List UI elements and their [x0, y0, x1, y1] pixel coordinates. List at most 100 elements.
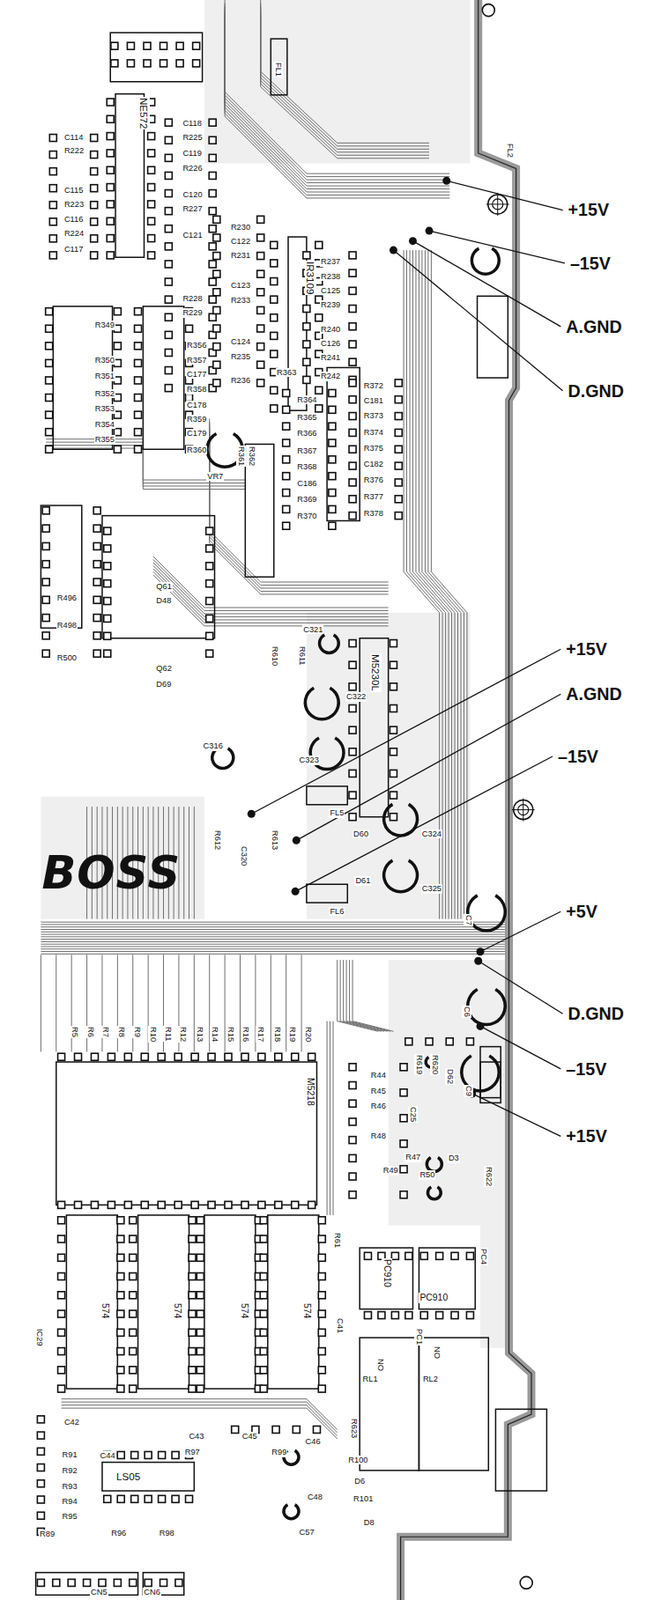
part-designator: PC910	[381, 1259, 393, 1290]
solder-pad	[257, 270, 265, 278]
solder-pad	[420, 1313, 428, 1321]
solder-pad	[282, 505, 290, 513]
solder-pad	[164, 243, 172, 251]
part-designator: R350	[94, 356, 116, 366]
part-designator: R620	[430, 1054, 440, 1076]
part-designator: C7	[463, 914, 474, 928]
solder-pad	[208, 207, 216, 216]
solder-pad	[188, 1349, 196, 1357]
trace	[45, 448, 245, 490]
leader-line	[480, 1026, 561, 1069]
trace	[333, 1022, 334, 1217]
solder-pad	[436, 1253, 444, 1261]
part-designator: D62	[445, 1068, 455, 1086]
solder-pad	[291, 1053, 299, 1062]
copper-zone	[388, 960, 506, 1350]
part-designator: M5230L	[369, 653, 381, 693]
solder-pad	[425, 1038, 433, 1047]
solder-pad	[42, 507, 50, 515]
solder-pad	[134, 394, 142, 402]
solder-pad	[117, 1274, 125, 1282]
solder-pad	[405, 1253, 413, 1261]
part-designator: Q61	[155, 582, 173, 593]
solder-pad	[258, 1053, 266, 1062]
part-designator: C181	[363, 396, 385, 407]
trace	[40, 954, 511, 956]
part-designator: C121	[181, 230, 203, 241]
solder-pad	[129, 1311, 137, 1319]
part-designator: R375	[363, 444, 385, 454]
mounting-hole	[512, 799, 535, 823]
solder-pad	[391, 1313, 399, 1321]
part-designator: R99	[270, 1448, 288, 1459]
trace	[260, 8, 430, 152]
solder-pad	[185, 1496, 193, 1504]
solder-pad	[312, 1426, 320, 1434]
solder-pad	[188, 1367, 196, 1375]
solder-pad	[117, 1386, 125, 1394]
part-designator: R360	[185, 445, 208, 456]
solder-pad	[144, 1580, 152, 1588]
solder-pad	[270, 278, 278, 286]
solder-pad	[188, 1217, 196, 1225]
part-designator: D6	[353, 1477, 366, 1488]
solder-pad	[348, 396, 357, 404]
component-outline	[418, 1338, 489, 1472]
solder-pad	[148, 166, 156, 174]
solder-pad	[259, 1367, 268, 1375]
solder-pad	[129, 1217, 137, 1225]
solder-pad	[315, 405, 323, 413]
solder-pad	[208, 171, 216, 179]
trace	[40, 946, 511, 948]
part-designator: C322	[345, 692, 367, 703]
solder-pad	[208, 190, 216, 198]
solder-pad	[394, 462, 402, 470]
part-designator: C323	[298, 756, 320, 766]
solder-pad	[389, 640, 397, 648]
solder-pad	[348, 727, 357, 735]
solder-pad	[466, 1253, 474, 1261]
part-designator: R353	[94, 404, 116, 415]
solder-pad	[113, 308, 121, 316]
solder-pad	[52, 1580, 60, 1588]
component-outline	[306, 786, 348, 806]
solder-pad	[58, 1349, 66, 1357]
solder-pad	[282, 473, 290, 481]
solder-pad	[129, 1254, 137, 1262]
solder-pad	[134, 359, 142, 367]
solder-pad	[348, 1155, 357, 1163]
solder-pad	[148, 235, 156, 243]
trace	[329, 1022, 331, 1217]
callout-label: D.GND	[567, 381, 625, 402]
part-designator: R16	[240, 1026, 251, 1044]
part-designator: C122	[230, 237, 252, 247]
solder-pad	[451, 1313, 459, 1321]
callout-label: +5V	[564, 902, 599, 923]
solder-pad	[318, 1254, 326, 1262]
part-designator: PC1	[415, 1328, 425, 1347]
solder-pad	[49, 134, 57, 142]
solder-pad	[117, 1254, 125, 1262]
solder-pad	[213, 379, 221, 387]
solder-pad	[213, 215, 221, 223]
solder-pad	[58, 1274, 66, 1282]
solder-pad	[93, 525, 101, 533]
solder-pad	[348, 413, 357, 421]
part-designator: R46	[370, 1102, 387, 1113]
part-designator: PC910	[418, 1293, 449, 1305]
trace	[260, 14, 430, 158]
trace	[153, 571, 389, 624]
capacitor-ring	[466, 894, 507, 933]
solder-pad	[117, 1236, 125, 1244]
part-designator: R611	[296, 645, 307, 668]
solder-pad	[49, 185, 57, 193]
solder-pad	[93, 542, 101, 550]
solder-pad	[106, 115, 114, 123]
solder-pad	[394, 445, 402, 453]
solder-pad	[90, 134, 98, 142]
solder-pad	[124, 1053, 132, 1062]
solder-pad	[208, 243, 216, 251]
solder-pad	[117, 1496, 125, 1504]
part-designator: M5218	[304, 1077, 316, 1108]
solder-pad	[164, 136, 172, 144]
